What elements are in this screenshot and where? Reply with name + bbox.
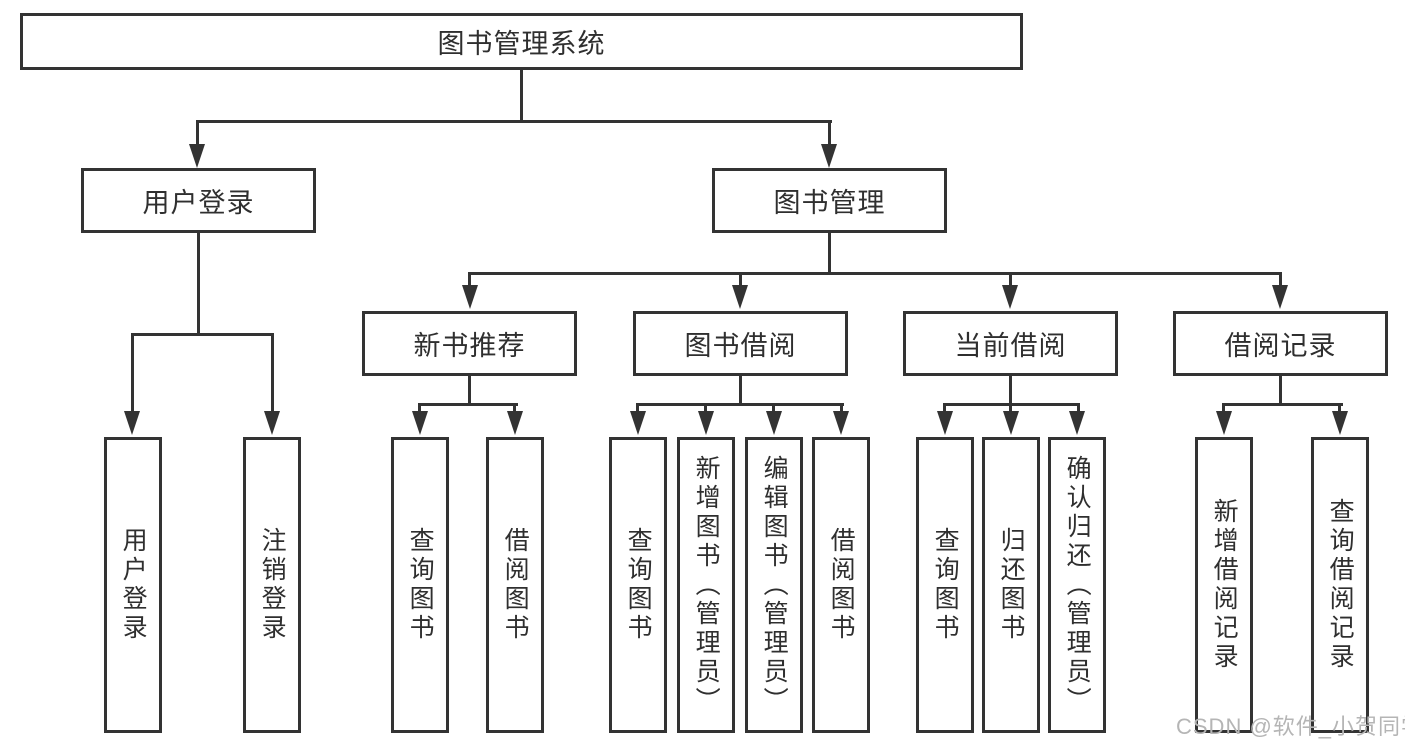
arrow-down-icon <box>1069 411 1085 435</box>
leaf-add-borrow-record: 新增借阅记录 <box>1195 437 1253 733</box>
node-user-login: 用户登录 <box>81 168 316 233</box>
connector-line <box>520 70 523 122</box>
node-book-management: 图书管理 <box>712 168 947 233</box>
node-label: 借阅图书 <box>827 527 856 643</box>
arrow-down-icon <box>189 144 205 168</box>
node-label: 新书推荐 <box>413 331 526 361</box>
arrow-down-icon <box>124 411 140 435</box>
connector-line <box>739 374 742 406</box>
connector-line <box>636 403 639 418</box>
node-label: 图书管理系统 <box>437 29 606 59</box>
connector-line <box>418 403 518 406</box>
arrow-down-icon <box>698 411 714 435</box>
leaf-borrow-book: 借阅图书 <box>812 437 870 733</box>
leaf-confirm-return-admin: 确认归还（管理员） <box>1048 437 1106 733</box>
node-label: 确认归还（管理员） <box>1063 454 1092 716</box>
connector-line <box>943 403 946 418</box>
leaf-query-book-current: 查询图书 <box>916 437 974 733</box>
connector-line <box>131 333 134 415</box>
node-borrowing-records: 借阅记录 <box>1173 311 1388 376</box>
node-label: 注销登录 <box>258 527 287 643</box>
arrow-down-icon <box>766 411 782 435</box>
node-label: 查询借阅记录 <box>1326 498 1355 672</box>
leaf-query-book-borrowing: 查询图书 <box>609 437 667 733</box>
node-label: 查询图书 <box>406 527 435 643</box>
leaf-logout: 注销登录 <box>243 437 301 733</box>
node-book-borrowing: 图书借阅 <box>633 311 848 376</box>
node-label: 用户登录 <box>119 527 148 643</box>
node-label: 查询图书 <box>624 527 653 643</box>
leaf-return-book: 归还图书 <box>982 437 1040 733</box>
connector-line <box>1222 403 1225 418</box>
arrow-down-icon <box>1002 285 1018 309</box>
connector-line <box>1009 374 1012 406</box>
node-label: 借阅图书 <box>501 527 530 643</box>
arrow-down-icon <box>1216 411 1232 435</box>
connector-line <box>840 403 843 418</box>
connector-line <box>196 120 199 150</box>
node-label: 图书借阅 <box>684 331 797 361</box>
connector-line <box>636 403 844 406</box>
arrow-down-icon <box>1003 411 1019 435</box>
arrow-down-icon <box>462 285 478 309</box>
node-new-book-recommend: 新书推荐 <box>362 311 577 376</box>
node-label: 借阅记录 <box>1224 331 1337 361</box>
leaf-query-book-recommend: 查询图书 <box>391 437 449 733</box>
node-label: 用户登录 <box>142 188 255 218</box>
connector-line <box>418 403 421 418</box>
connector-line <box>468 272 471 292</box>
connector-line <box>1279 272 1282 292</box>
node-root: 图书管理系统 <box>20 13 1023 70</box>
arrow-down-icon <box>264 411 280 435</box>
arrow-down-icon <box>1332 411 1348 435</box>
connector-line <box>739 272 742 292</box>
arrow-down-icon <box>507 411 523 435</box>
connector-line <box>513 403 516 418</box>
connector-line <box>271 333 274 415</box>
node-label: 归还图书 <box>997 527 1026 643</box>
arrow-down-icon <box>821 144 837 168</box>
leaf-query-borrow-record: 查询借阅记录 <box>1311 437 1369 733</box>
leaf-add-book-admin: 新增图书（管理员） <box>677 437 735 733</box>
csdn-watermark: CSDN @软件_小贺同学 <box>1176 714 1405 739</box>
connector-line <box>772 403 775 418</box>
connector-line <box>828 233 831 275</box>
connector-line <box>1077 403 1080 418</box>
connector-line <box>131 333 274 336</box>
connector-line <box>1338 403 1341 418</box>
connector-line <box>704 403 707 418</box>
leaf-borrow-book-recommend: 借阅图书 <box>486 437 544 733</box>
node-label: 新增借阅记录 <box>1210 498 1239 672</box>
connector-line <box>468 374 471 406</box>
arrow-down-icon <box>937 411 953 435</box>
node-current-borrowing: 当前借阅 <box>903 311 1118 376</box>
connector-line <box>828 120 831 150</box>
connector-line <box>197 233 200 336</box>
arrow-down-icon <box>732 285 748 309</box>
node-label: 图书管理 <box>773 188 886 218</box>
arrow-down-icon <box>833 411 849 435</box>
connector-line <box>468 272 1282 275</box>
arrow-down-icon <box>412 411 428 435</box>
arrow-down-icon <box>1272 285 1288 309</box>
node-label: 编辑图书（管理员） <box>760 454 789 716</box>
node-label: 新增图书（管理员） <box>692 454 721 716</box>
connector-line <box>1009 403 1012 418</box>
connector-line <box>1009 272 1012 292</box>
leaf-user-login: 用户登录 <box>104 437 162 733</box>
connector-line <box>196 120 832 123</box>
arrow-down-icon <box>630 411 646 435</box>
leaf-edit-book-admin: 编辑图书（管理员） <box>745 437 803 733</box>
connector-line <box>1222 403 1343 406</box>
node-label: 查询图书 <box>931 527 960 643</box>
node-label: 当前借阅 <box>954 331 1067 361</box>
connector-line <box>1279 374 1282 406</box>
